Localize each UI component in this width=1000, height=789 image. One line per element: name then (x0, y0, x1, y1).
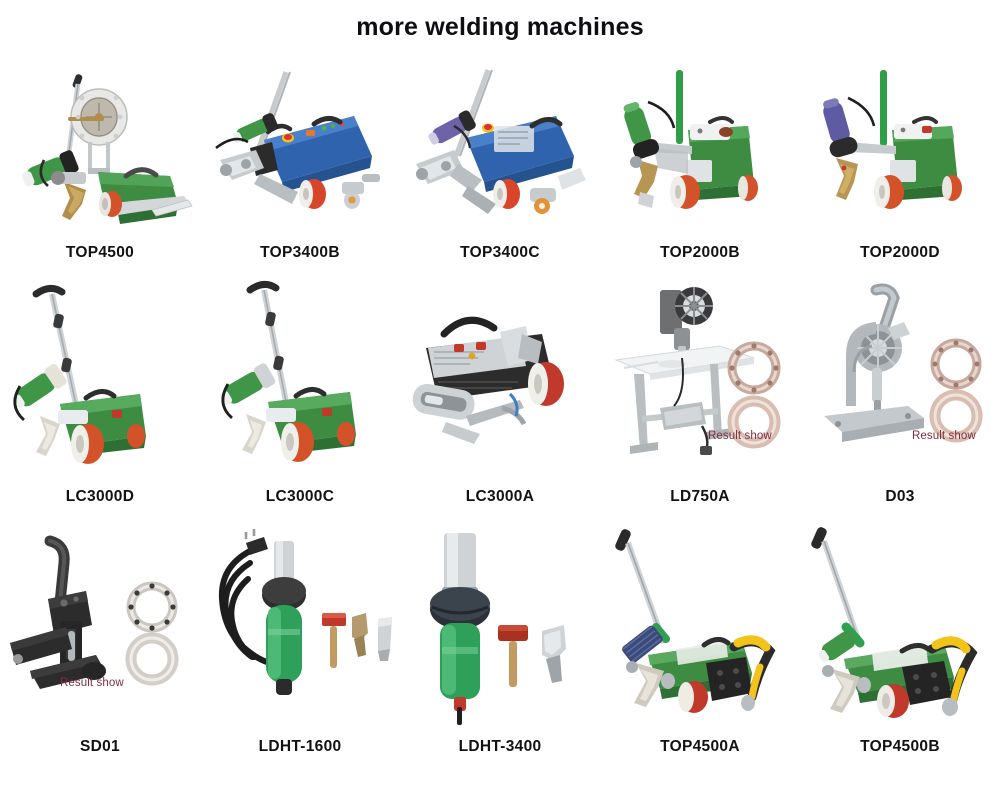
product-name: TOP3400C (460, 243, 540, 261)
product-card-ld750a[interactable]: Result show LD750A (600, 264, 800, 509)
product-name: LC3000C (265, 487, 335, 505)
product-name: TOP2000B (660, 243, 740, 261)
product-card-top4500a[interactable]: TOP4500A (600, 509, 800, 759)
product-name: LDHT-1600 (258, 737, 342, 755)
product-card-sd01[interactable]: Result show SD01 (0, 509, 200, 759)
product-card-d03[interactable]: Result show D03 (800, 264, 1000, 509)
eyelet-d03-icon[interactable]: Result show (802, 264, 998, 488)
heatgun-1600-icon[interactable] (202, 509, 398, 738)
product-card-lc3000a[interactable]: LC3000A (400, 264, 600, 509)
product-row: Result show SD01 (0, 509, 1000, 759)
product-row: LC3000D (0, 264, 1000, 509)
product-name: SD01 (80, 737, 120, 755)
heatgun-3400-icon[interactable] (402, 509, 598, 738)
eyelet-sd01-icon[interactable]: Result show (2, 509, 198, 738)
welder-lc3000c-icon[interactable] (202, 264, 398, 488)
welder-top3400c-icon[interactable] (402, 54, 598, 244)
product-card-lc3000d[interactable]: LC3000D (0, 264, 200, 509)
welder-lc3000d-icon[interactable] (2, 264, 198, 488)
product-card-top2000d[interactable]: TOP2000D (800, 54, 1000, 264)
product-card-top2000b[interactable]: TOP2000B (600, 54, 800, 264)
welder-lc3000a-icon[interactable] (402, 264, 598, 488)
welder-top4500-icon[interactable] (2, 54, 198, 244)
product-name: LDHT-3400 (458, 737, 542, 755)
eyelet-ld750a-icon[interactable]: Result show (602, 264, 798, 488)
page-title: more welding machines (356, 13, 644, 41)
product-grid: TOP4500 (0, 54, 1000, 759)
product-name: D03 (885, 487, 915, 505)
product-name: LD750A (670, 487, 730, 505)
product-name: TOP4500A (660, 737, 740, 755)
product-card-top4500[interactable]: TOP4500 (0, 54, 200, 264)
result-show-label: Result show (912, 430, 976, 442)
result-show-label: Result show (708, 430, 772, 442)
product-card-lc3000c[interactable]: LC3000C (200, 264, 400, 509)
product-card-top3400c[interactable]: TOP3400C (400, 54, 600, 264)
result-show-label: Result show (60, 677, 124, 689)
product-card-ldht1600[interactable]: LDHT-1600 (200, 509, 400, 759)
product-name: LC3000A (465, 487, 535, 505)
welder-top3400b-icon[interactable] (202, 54, 398, 244)
welder-top2000d-icon[interactable] (802, 54, 998, 244)
product-name: TOP4500B (860, 737, 940, 755)
welder-top4500a-icon[interactable] (602, 509, 798, 738)
welder-top4500b-icon[interactable] (802, 509, 998, 738)
product-card-top4500b[interactable]: TOP4500B (800, 509, 1000, 759)
product-row: TOP4500 (0, 54, 1000, 264)
welder-top2000b-icon[interactable] (602, 54, 798, 244)
product-card-ldht3400[interactable]: LDHT-3400 (400, 509, 600, 759)
product-name: TOP3400B (260, 243, 340, 261)
product-name: TOP4500 (65, 243, 135, 261)
product-name: LC3000D (65, 487, 135, 505)
product-name: TOP2000D (860, 243, 940, 261)
product-card-top3400b[interactable]: TOP3400B (200, 54, 400, 264)
